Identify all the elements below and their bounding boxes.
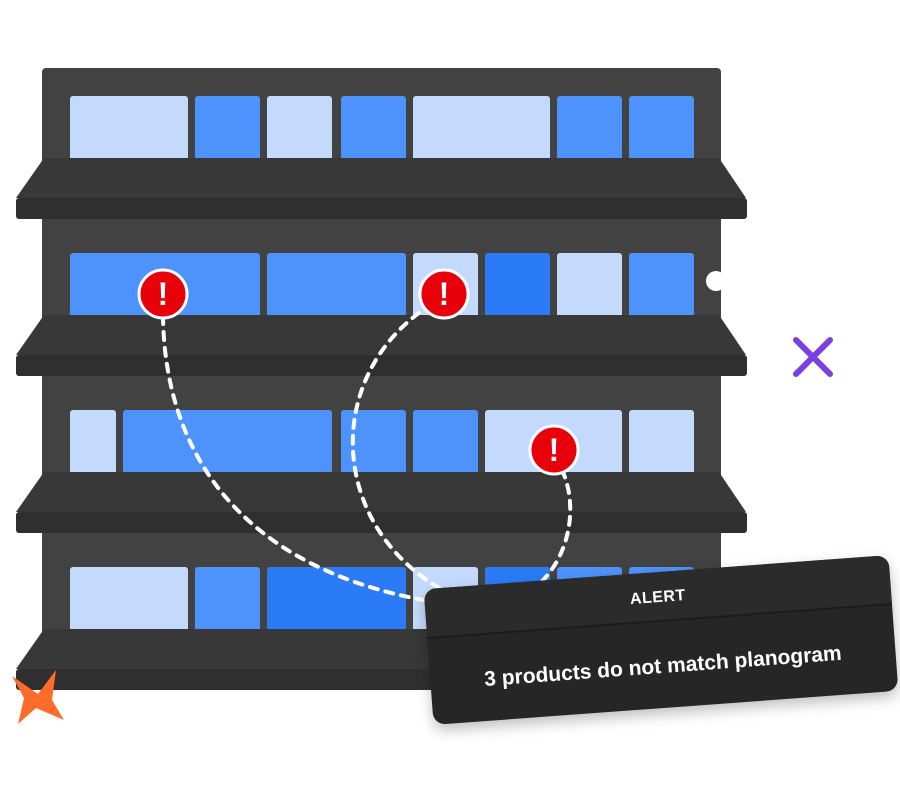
alert-marker-symbol: ! (158, 276, 169, 312)
connection-path-1 (161, 314, 487, 610)
connection-path-2 (350, 302, 487, 610)
shelf-2-front (16, 355, 747, 376)
purple-cross-icon (793, 337, 833, 377)
connection-path-3 (483, 468, 573, 610)
shelf-2-lip (16, 315, 746, 355)
shelf-1-lip (16, 158, 746, 198)
alert-marker-symbol: ! (549, 432, 560, 468)
shelf-frame (42, 68, 721, 690)
alert-marker-2: ! (418, 268, 470, 320)
alert-icon (418, 268, 470, 320)
alert-icon (137, 268, 189, 320)
connection-paths (161, 302, 573, 610)
shelf-1 (16, 96, 747, 219)
alert-marker-symbol: ! (439, 276, 450, 312)
alert-icon (528, 424, 580, 476)
shelf-3 (16, 410, 747, 533)
connector-dot (706, 271, 726, 291)
alert-marker-1: ! (137, 268, 189, 320)
shelf-1-front (16, 198, 747, 219)
shelf-3-lip (16, 472, 746, 512)
orange-star-icon (12, 670, 64, 724)
shelf-2 (16, 253, 747, 376)
alert-marker-3: ! (528, 424, 580, 476)
shelf-3-front (16, 512, 747, 533)
